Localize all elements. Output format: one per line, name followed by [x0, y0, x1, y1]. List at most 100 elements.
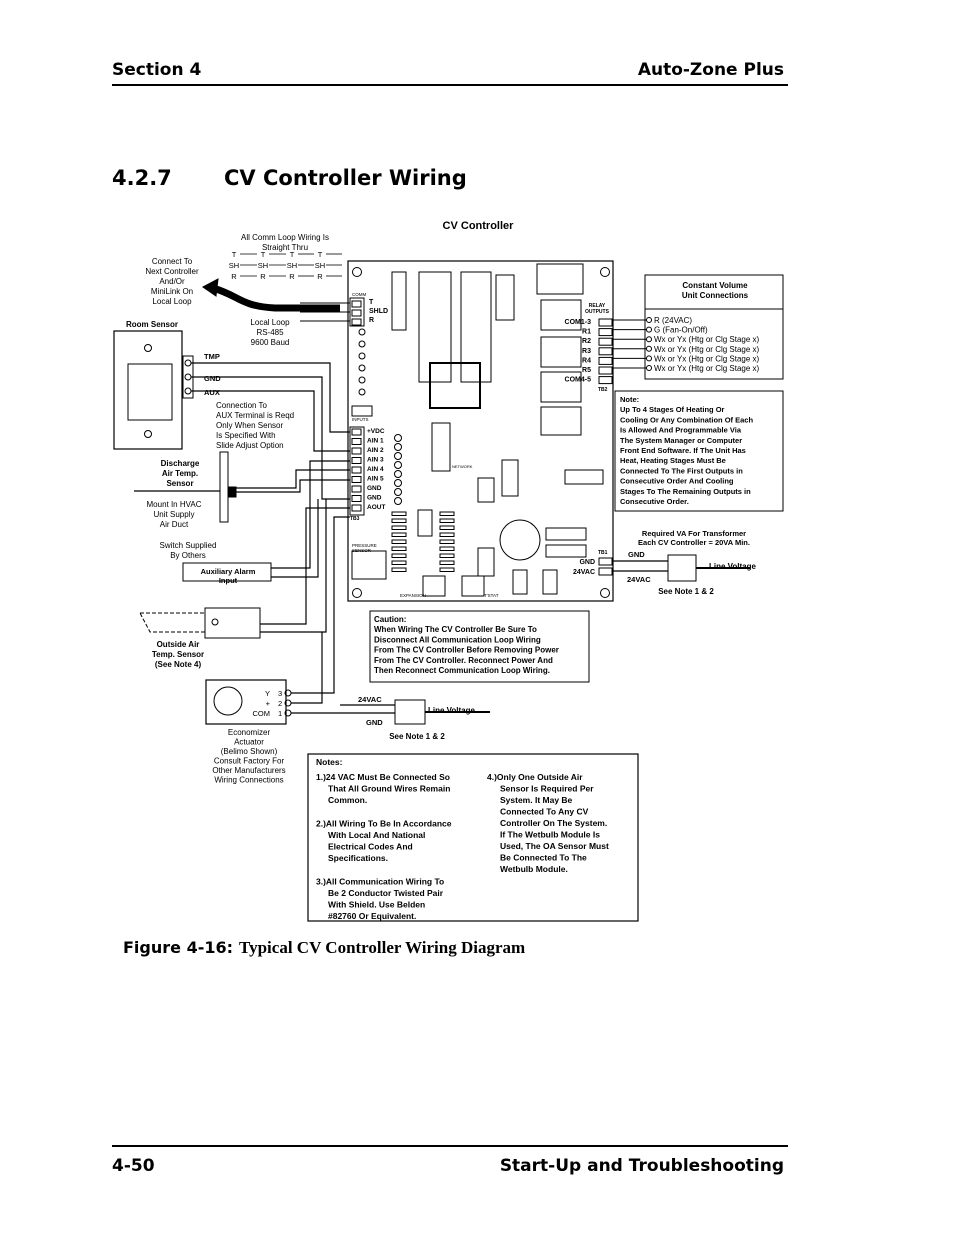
power-term-label: GND: [366, 718, 383, 727]
terminal: [351, 300, 362, 308]
wire-aout: [291, 516, 350, 694]
connect-to-label: Local Loop: [152, 297, 192, 306]
cv-connection: Wx or Yx (Htg or Clg Stage x): [654, 335, 760, 344]
cv-connection: Wx or Yx (Htg or Clg Stage x): [654, 345, 760, 354]
relay-term-label: R4: [582, 357, 591, 364]
mount-note: Air Duct: [160, 520, 189, 529]
cable-arrowhead: [202, 278, 219, 297]
terminal: [646, 345, 652, 352]
figure-label: Figure 4-16:: [123, 938, 234, 957]
input-term-label: AIN 2: [367, 447, 384, 454]
wire-oa: [260, 507, 350, 625]
actuator-term-num: 3: [278, 689, 282, 698]
board-label: T'STAT: [484, 593, 499, 598]
terminal: [211, 618, 219, 626]
resistor: [391, 532, 407, 537]
line-voltage-label: Line Voltage: [428, 706, 476, 715]
terminal: [598, 328, 613, 337]
terminal: [646, 365, 652, 371]
comm-letter: SH: [315, 261, 325, 270]
rj-jack: [422, 575, 446, 597]
chip: [495, 274, 515, 321]
note-text: Sensor Is Required Per: [500, 784, 594, 794]
relay-term-label: R5: [582, 367, 591, 374]
caution-text: Then Reconnect Communication Loop Wiring…: [374, 666, 550, 675]
aux-note: Slide Adjust Option: [216, 441, 284, 450]
terminal: [351, 504, 362, 512]
note-text: Used, The OA Sensor Must: [500, 841, 609, 851]
input-terminal-block: [349, 426, 365, 516]
power-term-label: 24VAC: [573, 569, 595, 576]
wire-alarm: [271, 460, 350, 569]
input-term-label: GND: [367, 495, 382, 502]
cv-connection: Wx or Yx (Htg or Clg Stage x): [654, 364, 760, 373]
note-text: System. It May Be: [500, 795, 573, 805]
connect-to-label: Next Controller: [145, 267, 199, 276]
caution-text: Caution:: [374, 615, 406, 624]
connect-to-label: Connect To: [152, 257, 193, 266]
terminal: [598, 366, 613, 375]
note-text: With Local And National: [328, 830, 425, 840]
resistor: [391, 539, 407, 544]
power-term-label: GND: [579, 559, 595, 566]
oa-sensor-shield: [139, 612, 206, 633]
outside-air-label: Temp. Sensor: [152, 650, 204, 659]
terminal: [351, 485, 362, 493]
relay: [540, 336, 582, 368]
led: [358, 364, 366, 372]
comm-cable: [211, 284, 340, 312]
component: [564, 469, 604, 485]
comm-term-label: T: [369, 299, 374, 306]
stage-note: Note:: [620, 395, 639, 404]
note-text: Connected To Any CV: [500, 807, 589, 817]
resistor: [439, 567, 455, 572]
notes-box: [307, 753, 639, 922]
stage-note: Cooling Or Any Combination Of Each: [620, 415, 753, 424]
figure-caption: Figure 4-16:Typical CV Controller Wiring…: [123, 938, 525, 958]
wire-alarm: [271, 499, 319, 578]
header-rule: [112, 84, 788, 86]
mount-hole: [352, 267, 362, 277]
terminal: [598, 347, 613, 356]
comm-letter: R: [231, 272, 237, 281]
outside-air-label: (See Note 4): [155, 660, 202, 669]
comm-letter: T: [261, 250, 266, 259]
line-voltage-label: Line Voltage: [709, 562, 757, 571]
resistor: [391, 525, 407, 530]
relay-term-label: R3: [582, 348, 591, 355]
terminal: [598, 376, 613, 385]
caution-text: When Wiring The CV Controller Be Sure To: [374, 625, 537, 634]
note-text: #82760 Or Equivalent.: [328, 911, 416, 921]
comm-letter: R: [289, 272, 295, 281]
note-text: Be Connected To The: [500, 853, 587, 863]
mount-hole: [600, 267, 610, 277]
sensor-screw: [144, 430, 152, 438]
resistor: [391, 518, 407, 523]
comm-letter: SH: [287, 261, 297, 270]
comm-note: Straight Thru: [262, 243, 308, 252]
cv-box-title: Constant Volume: [682, 281, 748, 290]
switch-note: By Others: [170, 551, 206, 560]
led: [358, 352, 366, 360]
chip: [501, 459, 519, 497]
duct-probe-body: [219, 451, 229, 523]
terminal: [351, 318, 362, 326]
pressure-sensor: [351, 550, 387, 580]
terminal: [646, 336, 652, 343]
tb-label: TB2: [598, 387, 608, 393]
stage-note: Heat, Heating Stages Must Be: [620, 456, 726, 465]
footer-rule: [112, 1145, 788, 1147]
resistor: [439, 532, 455, 537]
discharge-label: Air Temp.: [162, 469, 198, 478]
led: [394, 488, 402, 496]
chapter-title: Start-Up and Troubleshooting: [499, 1156, 784, 1176]
led: [394, 452, 402, 460]
sensor-term-label: TMP: [204, 352, 220, 361]
comm-term-label: R: [369, 317, 374, 324]
transformer: [394, 699, 426, 725]
comm-letter: R: [260, 272, 266, 281]
input-term-label: AIN 5: [367, 476, 384, 483]
board-label: COMM: [352, 292, 366, 297]
terminal: [646, 355, 652, 362]
actuator-dial: [213, 686, 243, 716]
